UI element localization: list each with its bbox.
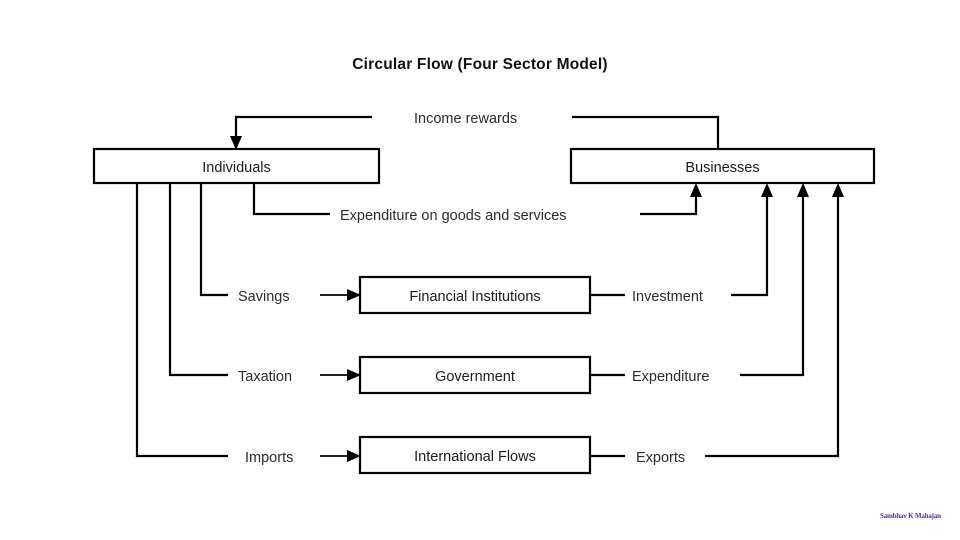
edge-imports: Imports	[135, 183, 361, 466]
edge-label-exports: Exports	[636, 450, 685, 466]
edge-expenditure-goods-services: Expenditure on goods and services	[252, 183, 702, 224]
arrow-into-businesses-expenditure-gs	[690, 183, 702, 197]
edge-label-imports: Imports	[245, 450, 293, 466]
businesses-box[interactable]	[569, 147, 876, 185]
international-flows-box[interactable]	[358, 435, 592, 475]
arrow-into-international-flows	[347, 450, 361, 462]
arrow-into-government	[347, 369, 361, 381]
edge-label-savings: Savings	[238, 289, 290, 305]
edge-label-taxation: Taxation	[238, 369, 292, 385]
edge-label-income-rewards: Income rewards	[414, 111, 517, 127]
businesses-label: Businesses	[685, 160, 759, 176]
node-individuals[interactable]: Individuals	[92, 147, 381, 185]
international-flows-label: International Flows	[414, 449, 536, 465]
individuals-label: Individuals	[202, 160, 271, 176]
edge-label-investment: Investment	[632, 289, 703, 305]
edge-income-rewards: Income rewards	[230, 111, 720, 150]
edge-savings: Savings	[199, 183, 361, 305]
edge-label-expenditure: Expenditure	[632, 369, 709, 385]
edge-expenditure: Expenditure	[590, 183, 809, 385]
page-title: Circular Flow (Four Sector Model)	[352, 56, 608, 73]
node-government[interactable]: Government	[358, 355, 592, 395]
author-signature: Sambhav K Mahajan	[880, 512, 941, 520]
edge-label-expenditure-goods-services: Expenditure on goods and services	[340, 208, 567, 224]
arrow-into-businesses-expenditure	[797, 183, 809, 197]
node-international-flows[interactable]: International Flows	[358, 435, 592, 475]
node-businesses[interactable]: Businesses	[569, 147, 876, 185]
edge-taxation: Taxation	[168, 183, 361, 385]
government-label: Government	[435, 369, 515, 385]
arrow-into-individuals	[230, 136, 242, 150]
edge-exports: Exports	[590, 183, 844, 466]
individuals-box[interactable]	[92, 147, 381, 185]
arrow-into-financial-institutions	[347, 289, 361, 301]
edge-investment: Investment	[590, 183, 773, 305]
node-financial-institutions[interactable]: Financial Institutions	[358, 275, 592, 315]
financial-institutions-label: Financial Institutions	[409, 289, 540, 305]
arrow-into-businesses-investment	[761, 183, 773, 197]
arrow-into-businesses-exports	[832, 183, 844, 197]
